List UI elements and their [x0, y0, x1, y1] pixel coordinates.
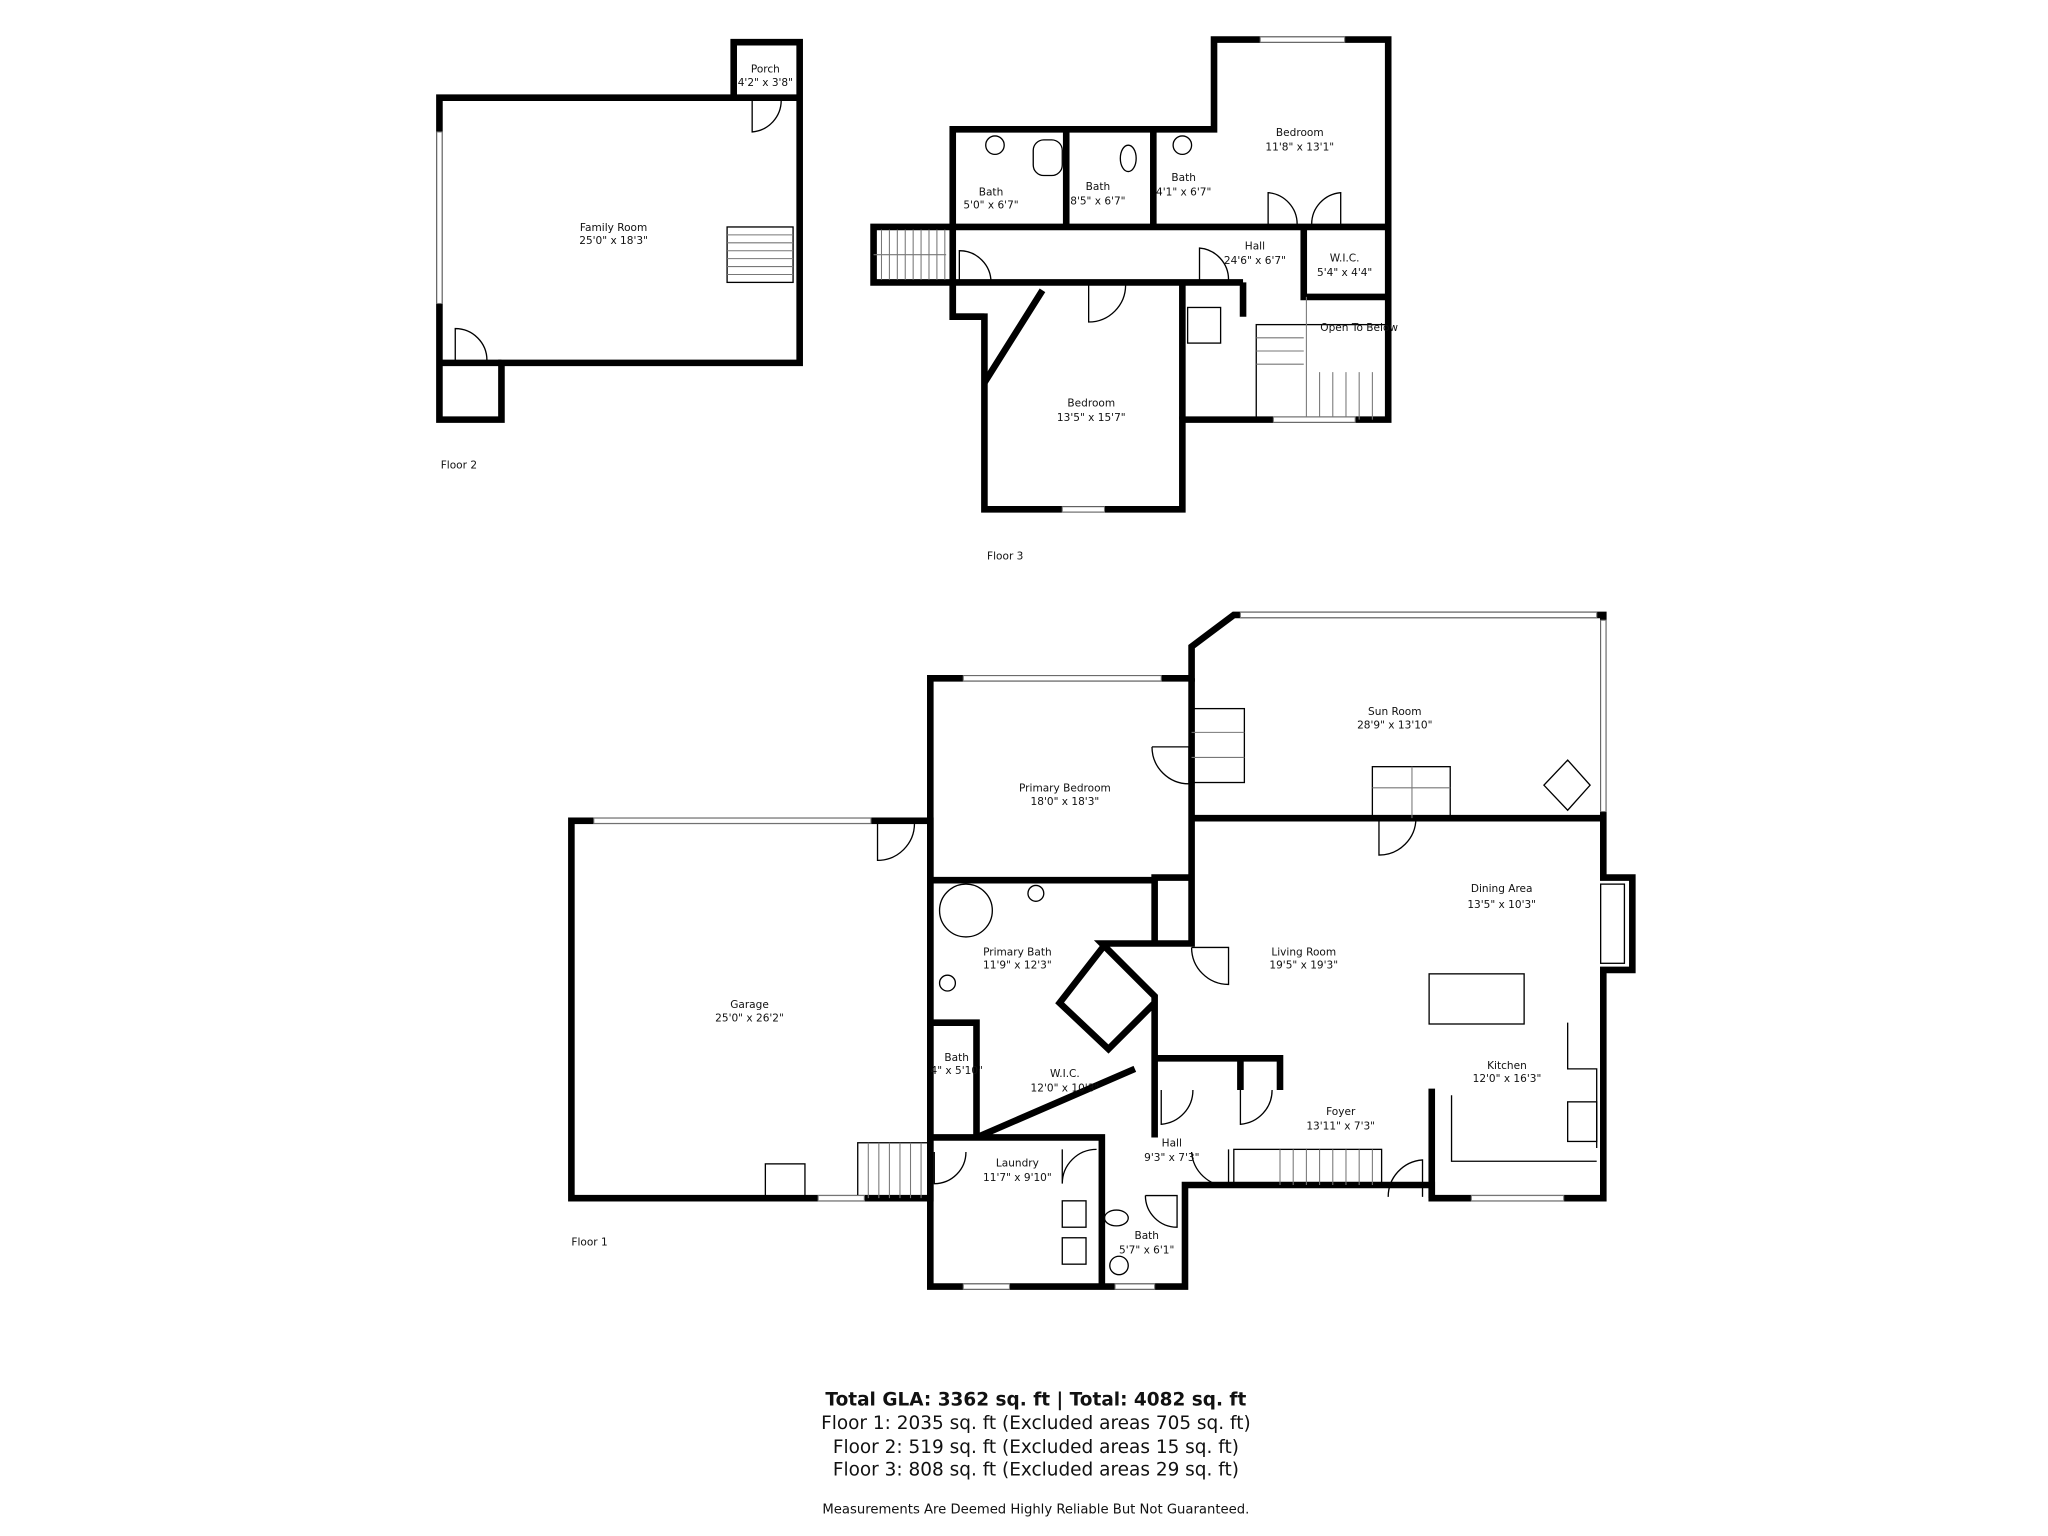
room-name: Hall	[1245, 240, 1265, 252]
room-name: Primary Bath	[983, 946, 1052, 958]
floor-label: Floor 1	[571, 1237, 607, 1249]
window-icon	[1600, 619, 1607, 813]
window-icon	[1114, 1283, 1156, 1290]
floor-1-walls	[927, 611, 1636, 1290]
window-icon	[1272, 416, 1356, 423]
door-icon	[958, 191, 1342, 323]
stairs-icon	[1255, 296, 1389, 421]
floor-label: Floor 2	[441, 459, 477, 471]
room-name: W.I.C.	[1050, 1068, 1080, 1080]
room-name: Kitchen	[1487, 1060, 1527, 1072]
sink-icon	[1027, 884, 1045, 902]
sink-icon	[1172, 135, 1193, 156]
room-name: Bedroom	[1276, 127, 1324, 139]
area-summary: Total GLA: 3362 sq. ft | Total: 4082 sq.…	[821, 1389, 1251, 1517]
floor-3-area: Floor 3: 808 sq. ft (Excluded areas 29 s…	[833, 1459, 1239, 1480]
room-dims: 13'11" x 7'3"	[1306, 1121, 1375, 1133]
floor-label: Floor 3	[987, 551, 1023, 563]
floor-3-plan: Bath 5'0" x 6'7" Bath 8'5" x 6'7" Bath 4…	[870, 36, 1398, 563]
total-area: Total GLA: 3362 sq. ft | Total: 4082 sq.…	[825, 1389, 1246, 1410]
floor-2-plan: Porch 4'2" x 3'8" Family Room 25'0" x 18…	[436, 38, 803, 471]
window-icon	[593, 817, 872, 824]
room-name: Porch	[751, 64, 780, 76]
room-name: Bath	[1086, 181, 1111, 193]
kitchen-counter	[1450, 1022, 1598, 1162]
room-dims: 4'1" x 6'7"	[1156, 186, 1211, 198]
room-name: Bath	[1171, 172, 1196, 184]
washer-icon	[1061, 1200, 1087, 1228]
door-icon	[751, 100, 782, 133]
room-dims: 4'2" x 3'8"	[738, 77, 793, 89]
window-icon	[817, 1195, 865, 1202]
toilet-icon	[1103, 1209, 1129, 1227]
room-dims: 19'5" x 19'3"	[1269, 960, 1338, 972]
room-dims: 25'0" x 18'3"	[579, 235, 648, 247]
room-dims: 25'0" x 26'2"	[715, 1012, 784, 1024]
floor-2-walls	[436, 38, 803, 423]
room-name: Bath	[944, 1052, 969, 1064]
bathtub-icon	[938, 883, 993, 938]
window-icon	[1470, 1195, 1565, 1202]
sink-icon	[1109, 1255, 1129, 1276]
door-icon	[876, 746, 1424, 1228]
floor-2-area: Floor 2: 519 sq. ft (Excluded areas 15 s…	[833, 1437, 1239, 1458]
room-name: Bedroom	[1067, 397, 1115, 409]
stairs-icon	[726, 226, 794, 284]
kitchen-island	[1428, 973, 1525, 1025]
room-dims: 18'0" x 18'3"	[1031, 796, 1100, 808]
stairs-icon	[873, 229, 947, 280]
toilet-icon	[1119, 144, 1137, 173]
door-icon	[454, 327, 488, 361]
room-dims: 12'0" x 16'3"	[1473, 1073, 1542, 1085]
fireplace-icon	[1543, 759, 1591, 812]
room-dims: 5'7" x 6'1"	[1119, 1245, 1174, 1257]
room-dims: 13'5" x 10'3"	[1467, 899, 1536, 911]
room-name: Bath	[979, 186, 1004, 198]
room-dims: 13'5" x 15'7"	[1057, 412, 1126, 424]
room-dims: 5'4" x 4'4"	[1317, 267, 1372, 279]
room-dims: 11'7" x 9'10"	[983, 1172, 1052, 1184]
room-dims: 11'9" x 12'3"	[983, 960, 1052, 972]
sink-icon	[985, 135, 1005, 156]
room-dims: 12'0" x 10'3"	[1031, 1082, 1100, 1094]
room-dims: 24'6" x 6'7"	[1224, 255, 1286, 267]
window-icon	[1259, 36, 1346, 43]
room-name: Primary Bedroom	[1019, 783, 1111, 795]
interior-walls	[930, 678, 1604, 1287]
window-icon	[436, 131, 443, 305]
room-dims: 28'9" x 13'10"	[1357, 719, 1432, 731]
room-name: Dining Area	[1471, 883, 1533, 895]
room-name: Hall	[1162, 1138, 1182, 1150]
stairs-icon	[857, 707, 1451, 1199]
room-dims: 9'3" x 7'3"	[1144, 1152, 1199, 1164]
room-dims: 4" x 5'10"	[931, 1065, 983, 1077]
appliance-icon	[764, 1163, 806, 1199]
interior-walls	[949, 129, 1389, 420]
fireplace-icon	[1600, 883, 1626, 964]
room-name: Garage	[730, 999, 769, 1011]
room-name: Bath	[1134, 1230, 1159, 1242]
room-name: Living Room	[1271, 946, 1336, 958]
room-dims: 11'8" x 13'1"	[1265, 141, 1334, 153]
window-icon	[962, 675, 1162, 682]
bathtub-icon	[1032, 139, 1063, 177]
room-name: W.I.C.	[1330, 252, 1360, 264]
stove-icon	[1567, 1101, 1598, 1143]
floor-1-area: Floor 1: 2035 sq. ft (Excluded areas 705…	[821, 1413, 1251, 1434]
window-icon	[1061, 506, 1106, 513]
sink-icon	[938, 974, 957, 992]
room-name: Family Room	[580, 222, 647, 234]
room-name: Open To Below	[1320, 322, 1398, 334]
room-dims: 5'0" x 6'7"	[963, 199, 1018, 211]
window-icon	[962, 1283, 1011, 1290]
room-name: Laundry	[996, 1158, 1039, 1170]
room-dims: 8'5" x 6'7"	[1070, 196, 1125, 208]
window-icon	[1239, 611, 1598, 619]
disclaimer: Measurements Are Deemed Highly Reliable …	[822, 1503, 1249, 1518]
room-name: Sun Room	[1368, 706, 1421, 718]
floor-1-plan: Sun Room 28'9" x 13'10" Primary Bedroom …	[568, 611, 1636, 1290]
dryer-icon	[1061, 1237, 1087, 1265]
appliance-icon	[1186, 306, 1222, 344]
room-name: Foyer	[1326, 1106, 1356, 1118]
